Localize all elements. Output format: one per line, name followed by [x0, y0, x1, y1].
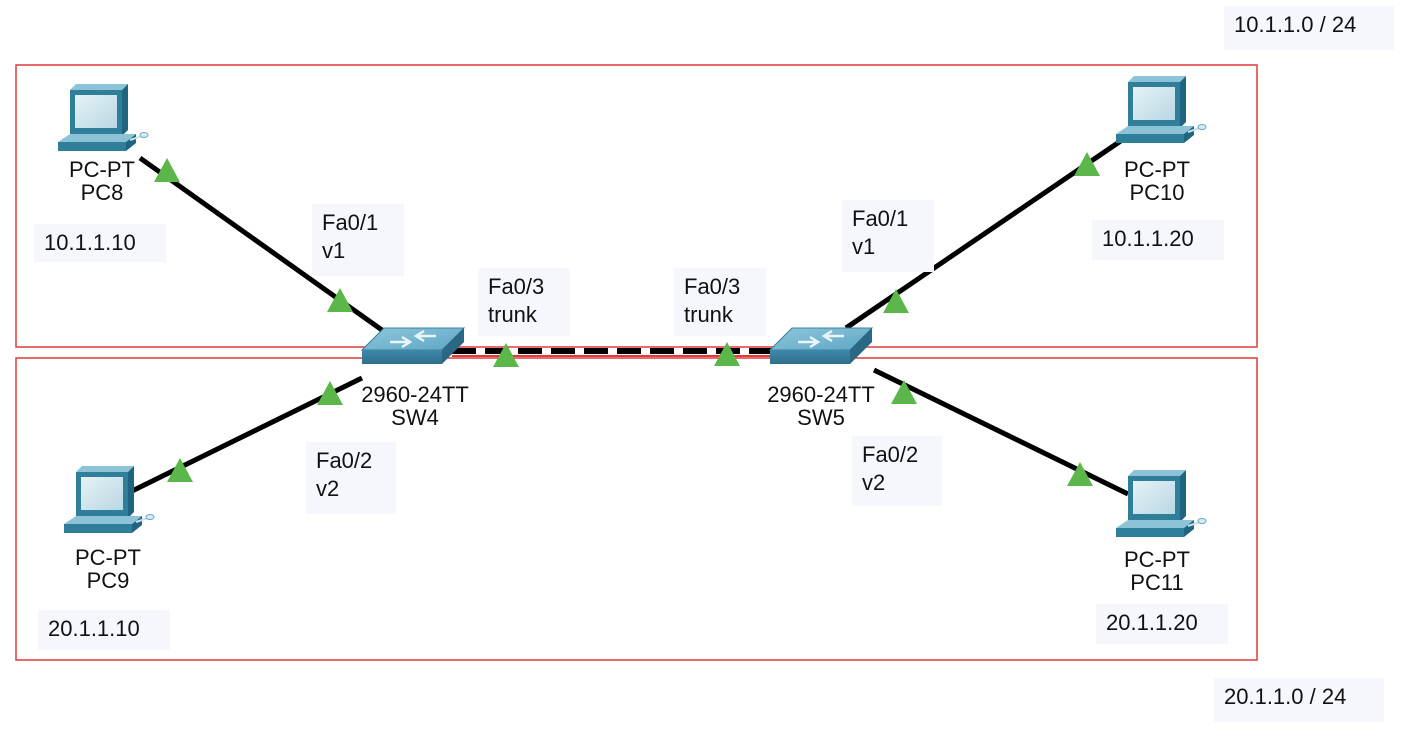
pc10-pc-icon[interactable] — [1115, 75, 1207, 144]
pc11-model: PC-PT — [1124, 547, 1190, 572]
sw5-fa01-vlan: v1 — [852, 234, 876, 259]
sw4-fa02-port: Fa0/2 — [316, 448, 373, 473]
sw5-fa01-note: Fa0/1 v1 — [842, 200, 934, 272]
pc8-pc-icon[interactable] — [57, 83, 149, 152]
sw4-fa03-vlan: trunk — [488, 302, 537, 327]
sw4-model: 2960-24TT — [361, 382, 469, 407]
sw5-fa02-port: Fa0/2 — [862, 442, 919, 467]
link-pc8-sw4[interactable] — [138, 155, 398, 343]
port-status-icon — [167, 458, 193, 482]
pc11-ip-note: 20.1.1.20 — [1096, 604, 1228, 644]
sw4-fa01-note: Fa0/1 v1 — [312, 204, 404, 276]
sw5-model: 2960-24TT — [767, 382, 875, 407]
port-status-icon — [493, 343, 519, 367]
pc11-name: PC11 — [1130, 570, 1184, 595]
subnet-bottom-note: 20.1.1.0 / 24 — [1214, 678, 1384, 722]
pc9-name: PC9 — [86, 568, 130, 593]
port-status-icon — [714, 342, 740, 366]
pc11-label: PC-PT PC11 — [1072, 548, 1242, 594]
port-status-icon — [154, 158, 180, 182]
port-status-icon — [1074, 152, 1100, 176]
sw5-label: 2960-24TT SW5 — [736, 383, 906, 429]
sw4-fa01-port: Fa0/1 — [322, 210, 379, 235]
pc8-ip-note: 10.1.1.10 — [34, 224, 166, 262]
port-status-icon — [883, 289, 909, 313]
pc9-label: PC-PT PC9 — [23, 546, 193, 592]
vlan1-box — [15, 64, 1258, 348]
sw5-fa03-port: Fa0/3 — [684, 274, 741, 299]
subnet-top-note: 10.1.1.0 / 24 — [1224, 6, 1394, 50]
pc10-ip-note: 10.1.1.20 — [1092, 220, 1224, 260]
port-status-icon — [891, 380, 917, 404]
sw5-fa01-port: Fa0/1 — [852, 206, 909, 231]
port-status-icon — [327, 288, 353, 312]
sw4-fa02-note: Fa0/2 v2 — [306, 442, 396, 514]
port-status-icon — [1067, 462, 1093, 486]
sw4-fa03-note: Fa0/3 trunk — [478, 268, 570, 336]
pc10-name: PC10 — [1129, 180, 1185, 205]
pc8-model: PC-PT — [69, 157, 135, 182]
pc8-name: PC8 — [80, 180, 124, 205]
sw4-label: 2960-24TT SW4 — [330, 383, 500, 429]
sw5-fa03-note: Fa0/3 trunk — [674, 268, 766, 336]
pc8-label: PC-PT PC8 — [17, 158, 187, 204]
sw4-fa01-vlan: v1 — [322, 238, 346, 263]
pc11-pc-icon[interactable] — [1115, 469, 1207, 538]
sw5-fa02-note: Fa0/2 v2 — [852, 436, 942, 506]
sw5-fa02-vlan: v2 — [862, 470, 886, 495]
pc9-ip-note: 20.1.1.10 — [38, 610, 170, 650]
pc10-model: PC-PT — [1124, 157, 1190, 182]
port-status-icon — [317, 381, 343, 405]
pc9-model: PC-PT — [75, 545, 141, 570]
sw4-fa03-port: Fa0/3 — [488, 274, 545, 299]
sw5-name: SW5 — [797, 405, 845, 430]
sw4-name: SW4 — [391, 405, 439, 430]
pc10-label: PC-PT PC10 — [1072, 158, 1242, 204]
sw4-fa02-vlan: v2 — [316, 476, 340, 501]
sw5-fa03-vlan: trunk — [684, 302, 733, 327]
vlan2-box — [15, 357, 1258, 661]
pc9-pc-icon[interactable] — [63, 465, 155, 534]
